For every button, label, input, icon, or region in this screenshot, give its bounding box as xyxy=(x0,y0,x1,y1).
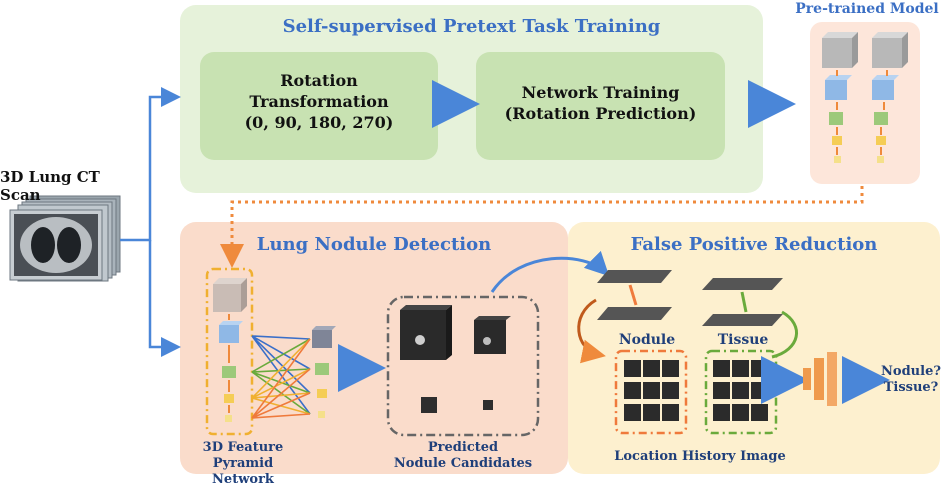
lhi-label: Location History Image xyxy=(614,449,786,464)
candidates-label-line1: Predicted xyxy=(427,440,499,455)
candidates-label-line2: Nodule Candidates xyxy=(393,456,533,471)
tissue-label: Tissue xyxy=(717,332,769,348)
output-labels: Nodule? Tissue? xyxy=(880,364,942,396)
fpn-cubes-left xyxy=(213,278,247,422)
output-tissue: Tissue? xyxy=(883,380,939,395)
fpr-title: False Positive Reduction xyxy=(630,234,878,255)
pretext-box-rotation-text: Rotation Transformation (0, 90, 180, 270… xyxy=(200,70,438,133)
input-label: 3D Lung CT Scan xyxy=(0,168,100,204)
fpn-label: 3D Feature Pyramid Network xyxy=(188,440,298,488)
pretext-box-network xyxy=(476,52,725,160)
lhi-grid-nodule xyxy=(624,360,679,421)
candidates-label: Predicted Nodule Candidates xyxy=(380,440,546,472)
network-line2: (Rotation Prediction) xyxy=(504,104,697,123)
fpn-label-line2: Pyramid Network xyxy=(212,456,274,487)
fpn-cubes-right xyxy=(312,326,336,418)
rotation-line1: Rotation xyxy=(280,71,358,90)
ct-scan-stack xyxy=(9,195,121,282)
classifier-blocks xyxy=(803,352,854,406)
nodule-label: Nodule xyxy=(618,332,676,348)
pretrained-title: Pre-trained Model xyxy=(795,1,939,17)
detection-title: Lung Nodule Detection xyxy=(256,234,492,255)
rotation-line2: Transformation xyxy=(249,92,389,111)
pretrained-cubes xyxy=(822,32,908,163)
rotation-line3: (0, 90, 180, 270) xyxy=(244,113,394,132)
pretext-title: Self-supervised Pretext Task Training xyxy=(282,16,661,37)
fpn-label-line1: 3D Feature xyxy=(202,440,284,455)
fpn-connections xyxy=(251,335,311,419)
network-line1: Network Training xyxy=(521,83,680,102)
pretext-box-network-text: Network Training (Rotation Prediction) xyxy=(476,82,725,124)
pretext-box-rotation xyxy=(200,52,438,160)
nodule-candidates xyxy=(400,305,511,413)
fpr-slices xyxy=(597,270,783,326)
lhi-grid-tissue xyxy=(713,360,768,421)
output-nodule: Nodule? xyxy=(881,364,941,379)
